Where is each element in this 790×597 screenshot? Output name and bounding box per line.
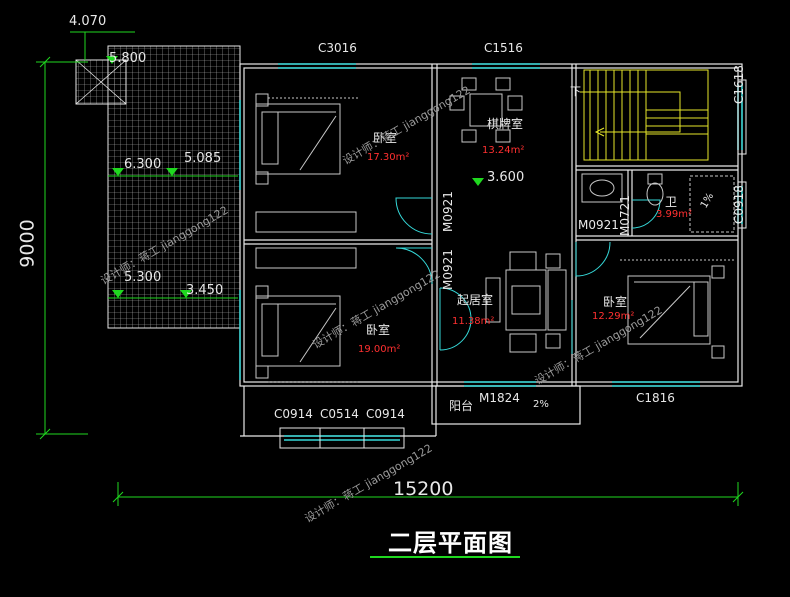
room-name: 卧室 (366, 323, 391, 337)
stair-direction-label: 下 (570, 85, 581, 98)
furniture (255, 77, 736, 383)
drawing-title: 二层平面图 (388, 529, 513, 557)
elevation-label: 5.085 (184, 151, 222, 166)
bay-window-frame (279, 79, 747, 449)
window-label: C0914 (366, 407, 405, 421)
door-label: M0921 (578, 218, 619, 232)
elevation-label: 6.300 (124, 157, 162, 172)
window-label: C1618 (732, 65, 746, 104)
window-label: C0914 (274, 407, 313, 421)
roof-hatch-area (75, 45, 241, 329)
staircase (580, 69, 709, 161)
door-label: M1824 (479, 391, 520, 405)
window-label: C3016 (318, 41, 357, 55)
elevation-label: 3.450 (186, 283, 224, 298)
window-label: C1516 (484, 41, 523, 55)
room-name: 卧室 (603, 295, 628, 309)
elevation-label: 5.800 (109, 51, 147, 66)
elevation-label: 4.070 (69, 14, 107, 29)
total-height-dimension: 9000 (16, 219, 39, 268)
room-name: 阳台 (449, 399, 474, 413)
room-name: 起居室 (457, 293, 494, 307)
room-area: 12.29m² (592, 311, 635, 322)
door-label: M0721 (618, 195, 632, 236)
room-name: 棋牌室 (487, 117, 524, 131)
dimension-lines (36, 31, 744, 558)
window-label: C0514 (320, 407, 359, 421)
windows (239, 63, 743, 441)
slope-label: 2% (533, 399, 549, 410)
room-name: 卫 (665, 195, 678, 209)
door-swings (395, 197, 661, 354)
room-name: 卧室 (373, 131, 398, 145)
door-label: M0921 (441, 191, 455, 232)
elevation-label: 5.300 (124, 270, 162, 285)
room-area: 3.99m² (656, 209, 693, 220)
window-label: C1816 (636, 391, 675, 405)
room-area: 19.00m² (358, 344, 401, 355)
total-width-dimension: 15200 (393, 478, 454, 500)
room-area: 13.24m² (482, 145, 525, 156)
elevation-label: 3.600 (487, 170, 525, 185)
room-area: 17.30m² (367, 152, 410, 163)
level-markers (106, 56, 484, 298)
window-label: C0918 (732, 185, 746, 224)
room-area: 11.38m² (452, 316, 495, 327)
door-label: M0921 (441, 249, 455, 290)
